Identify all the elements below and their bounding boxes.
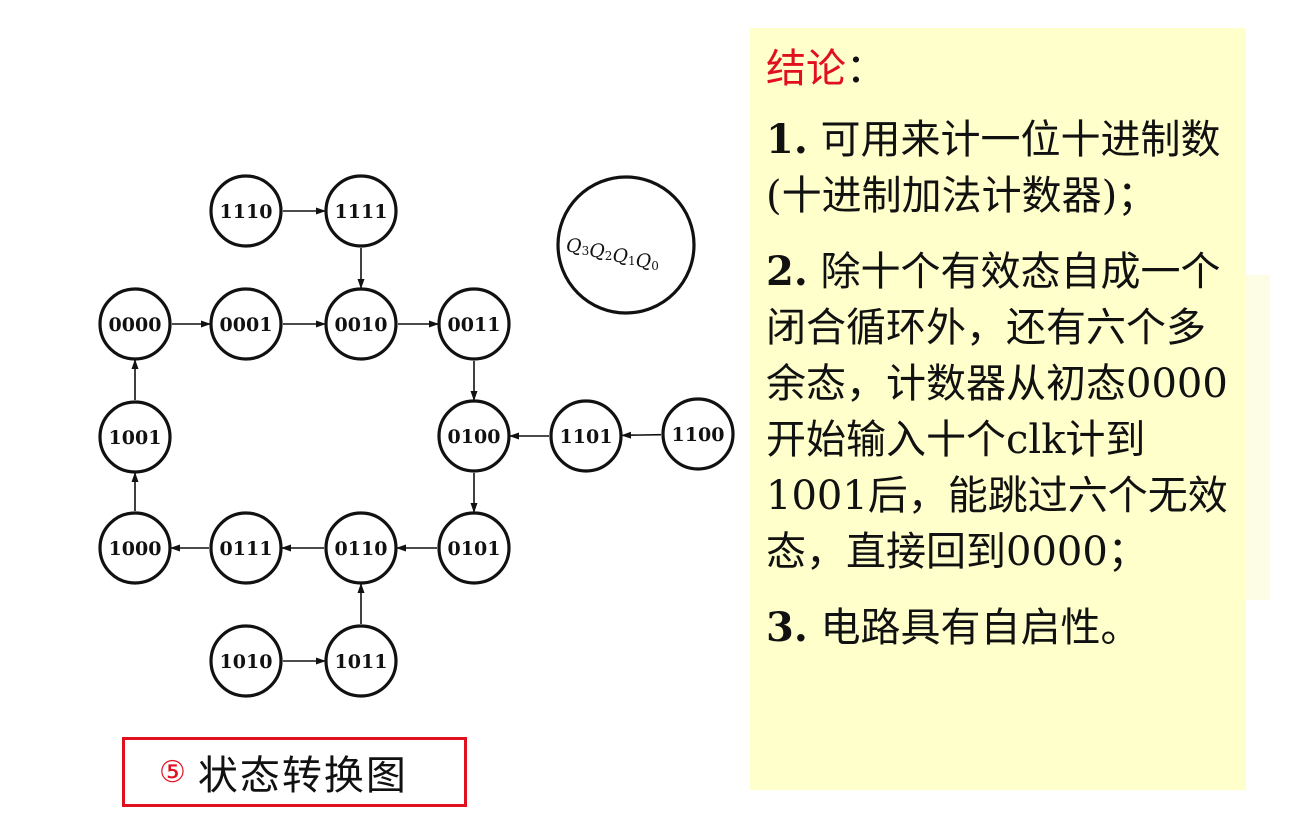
state-node: 0011	[437, 287, 511, 361]
state-label: 0111	[220, 538, 273, 560]
state-circle	[209, 287, 283, 361]
state-circle	[661, 397, 735, 471]
item-text: 除十个有效态自成一个闭合循环外，还有六个多余态，计数器从初态0000开始输入十个…	[766, 249, 1228, 575]
state-node: 1110	[209, 174, 283, 248]
item-text: 可用来计一位十进制数(十进制加法计数器)；	[766, 117, 1221, 219]
state-label: 1001	[109, 427, 162, 449]
conclusion-item-3: 3. 电路具有自启性。	[766, 600, 1232, 656]
state-label: 1100	[672, 424, 725, 446]
legend-subscript: 3	[582, 244, 590, 258]
legend-subscript: 2	[605, 249, 613, 263]
state-node: 0010	[324, 287, 398, 361]
item-text: 电路具有自启性。	[820, 605, 1141, 651]
state-circle	[324, 511, 398, 585]
legend-variable: Q	[566, 235, 582, 257]
state-label: 0101	[448, 538, 501, 560]
state-circle	[324, 287, 398, 361]
state-label: 1101	[560, 426, 613, 448]
state-node: 1101	[549, 399, 623, 473]
legend-variable: Q	[589, 240, 605, 262]
state-circle	[324, 624, 398, 698]
state-label: 0000	[109, 314, 162, 336]
state-label: 1111	[335, 201, 388, 223]
conclusion-item-2: 2. 除十个有效态自成一个闭合循环外，还有六个多余态，计数器从初态0000开始输…	[766, 244, 1232, 580]
state-node: 0101	[437, 511, 511, 585]
figure-caption: ⑤ 状态转换图	[122, 737, 467, 807]
legend-variable: Q	[612, 245, 628, 267]
state-node: 0001	[209, 287, 283, 361]
state-label: 1000	[109, 538, 162, 560]
state-node: 1111	[324, 174, 398, 248]
item-number: 3.	[766, 604, 808, 651]
state-label: 1011	[335, 651, 388, 673]
state-node: 0000	[98, 287, 172, 361]
legend-label: Q3Q2Q1Q0	[566, 235, 659, 273]
state-node: 1011	[324, 624, 398, 698]
state-circle	[324, 174, 398, 248]
state-node: 1010	[209, 624, 283, 698]
transition-arrows	[131, 207, 662, 665]
conclusion-item-1: 1. 可用来计一位十进制数(十进制加法计数器)；	[766, 112, 1232, 224]
state-label: 1110	[220, 201, 273, 223]
state-label: 1010	[220, 651, 273, 673]
state-circle	[209, 511, 283, 585]
state-circle	[209, 174, 283, 248]
state-node: 0110	[324, 511, 398, 585]
state-label: 0001	[220, 314, 273, 336]
legend-variable: Q	[636, 250, 652, 272]
transition-arrow	[620, 431, 662, 439]
state-circle	[98, 287, 172, 361]
conclusion-title-colon: ：	[846, 46, 886, 92]
state-circle	[437, 399, 511, 473]
item-number: 2.	[766, 248, 808, 295]
legend-circle	[556, 175, 696, 315]
state-circle	[98, 511, 172, 585]
conclusion-title-text: 结论	[766, 46, 846, 92]
state-label: 0110	[335, 538, 388, 560]
state-circle	[549, 399, 623, 473]
state-node: 0100	[437, 399, 511, 473]
conclusion-panel: 结论： 1. 可用来计一位十进制数(十进制加法计数器)； 2. 除十个有效态自成…	[750, 28, 1246, 790]
caption-number: ⑤	[159, 754, 186, 790]
caption-text: 状态转换图	[197, 753, 408, 799]
panel-shadow	[1246, 275, 1270, 600]
arrow-line	[620, 431, 662, 439]
state-circle	[209, 624, 283, 698]
state-node: 1001	[98, 400, 172, 474]
state-node: 1000	[98, 511, 172, 585]
item-number: 1.	[766, 116, 808, 163]
state-circle	[98, 400, 172, 474]
state-label: 0011	[448, 314, 501, 336]
state-node: 1100	[661, 397, 735, 471]
state-node: 0111	[209, 511, 283, 585]
state-label: 0010	[335, 314, 388, 336]
conclusion-title: 结论：	[766, 38, 1232, 100]
state-variable-legend: Q3Q2Q1Q0	[556, 175, 696, 315]
legend-subscript: 0	[651, 259, 659, 273]
state-circle	[437, 511, 511, 585]
state-circle	[437, 287, 511, 361]
legend-subscript: 1	[628, 254, 636, 268]
state-label: 0100	[448, 426, 501, 448]
